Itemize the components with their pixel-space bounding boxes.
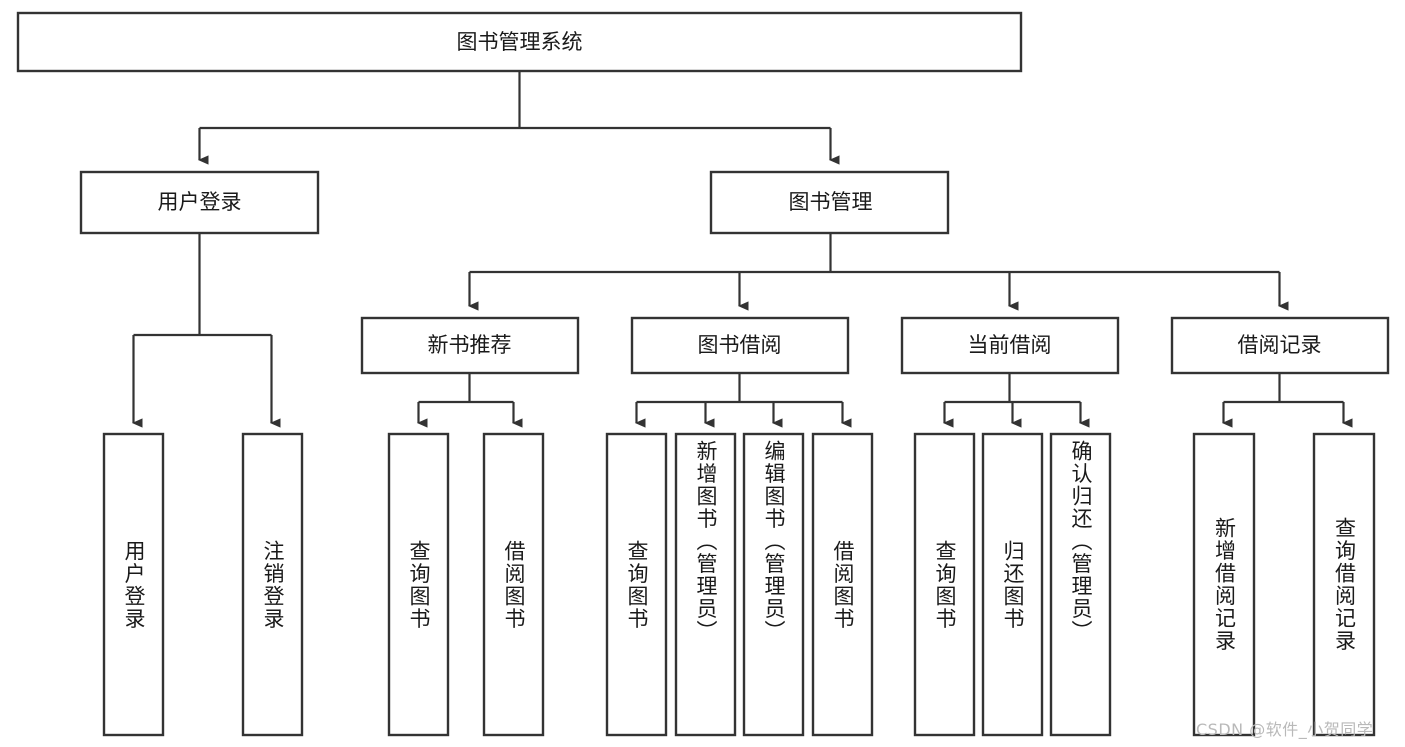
node-user-login-label: 用户登录 (158, 190, 242, 214)
leaf-node-user-login-logout[interactable] (241, 432, 304, 737)
leaf-node-record-add[interactable] (1192, 432, 1256, 737)
node-borrow-record-label: 借阅记录 (1238, 333, 1322, 357)
node-borrow-record[interactable]: 借阅记录 (1170, 316, 1390, 375)
leaf-node-new-book-borrow[interactable] (482, 432, 545, 737)
node-user-login[interactable]: 用户登录 (79, 170, 320, 235)
node-book-borrow-label: 图书借阅 (698, 333, 782, 357)
leaf-node-borrow-add-book[interactable] (674, 432, 737, 737)
connector-book-borrow-to-leaves (635, 373, 852, 428)
leaf-node-current-return[interactable] (981, 432, 1044, 737)
node-book-management-label: 图书管理 (789, 190, 873, 214)
leaf-node-record-query[interactable] (1312, 432, 1376, 737)
leaf-node-current-query[interactable] (913, 432, 976, 737)
connector-borrow-record-to-leaves (1222, 373, 1353, 428)
node-root-book-management-system[interactable]: 图书管理系统 (16, 11, 1023, 73)
node-new-book-recommend-label: 新书推荐 (428, 333, 512, 357)
node-new-book-recommend[interactable]: 新书推荐 (360, 316, 580, 375)
node-book-management[interactable]: 图书管理 (709, 170, 950, 235)
leaf-node-borrow-query[interactable] (605, 432, 668, 737)
leaf-node-borrow-edit-book[interactable] (742, 432, 805, 737)
connector-current-borrow-to-leaves (943, 373, 1090, 428)
leaf-node-new-book-query[interactable] (387, 432, 450, 737)
leaf-node-borrow-borrow-book[interactable] (811, 432, 874, 737)
node-root-label: 图书管理系统 (457, 30, 583, 54)
connector-new-book-to-leaves (417, 373, 523, 428)
node-current-borrow[interactable]: 当前借阅 (900, 316, 1120, 375)
node-book-borrow[interactable]: 图书借阅 (630, 316, 850, 375)
csdn-watermark: CSDN @软件_小贺同学 (1196, 720, 1374, 739)
leaf-node-current-confirm-return[interactable] (1049, 432, 1112, 737)
leaf-node-user-login-login[interactable] (102, 432, 165, 737)
connector-user-login-to-leaves (132, 233, 281, 428)
connector-book-mgmt-to-level3 (468, 233, 1289, 311)
connector-root-to-level2 (198, 71, 840, 165)
node-current-borrow-label: 当前借阅 (968, 333, 1052, 357)
